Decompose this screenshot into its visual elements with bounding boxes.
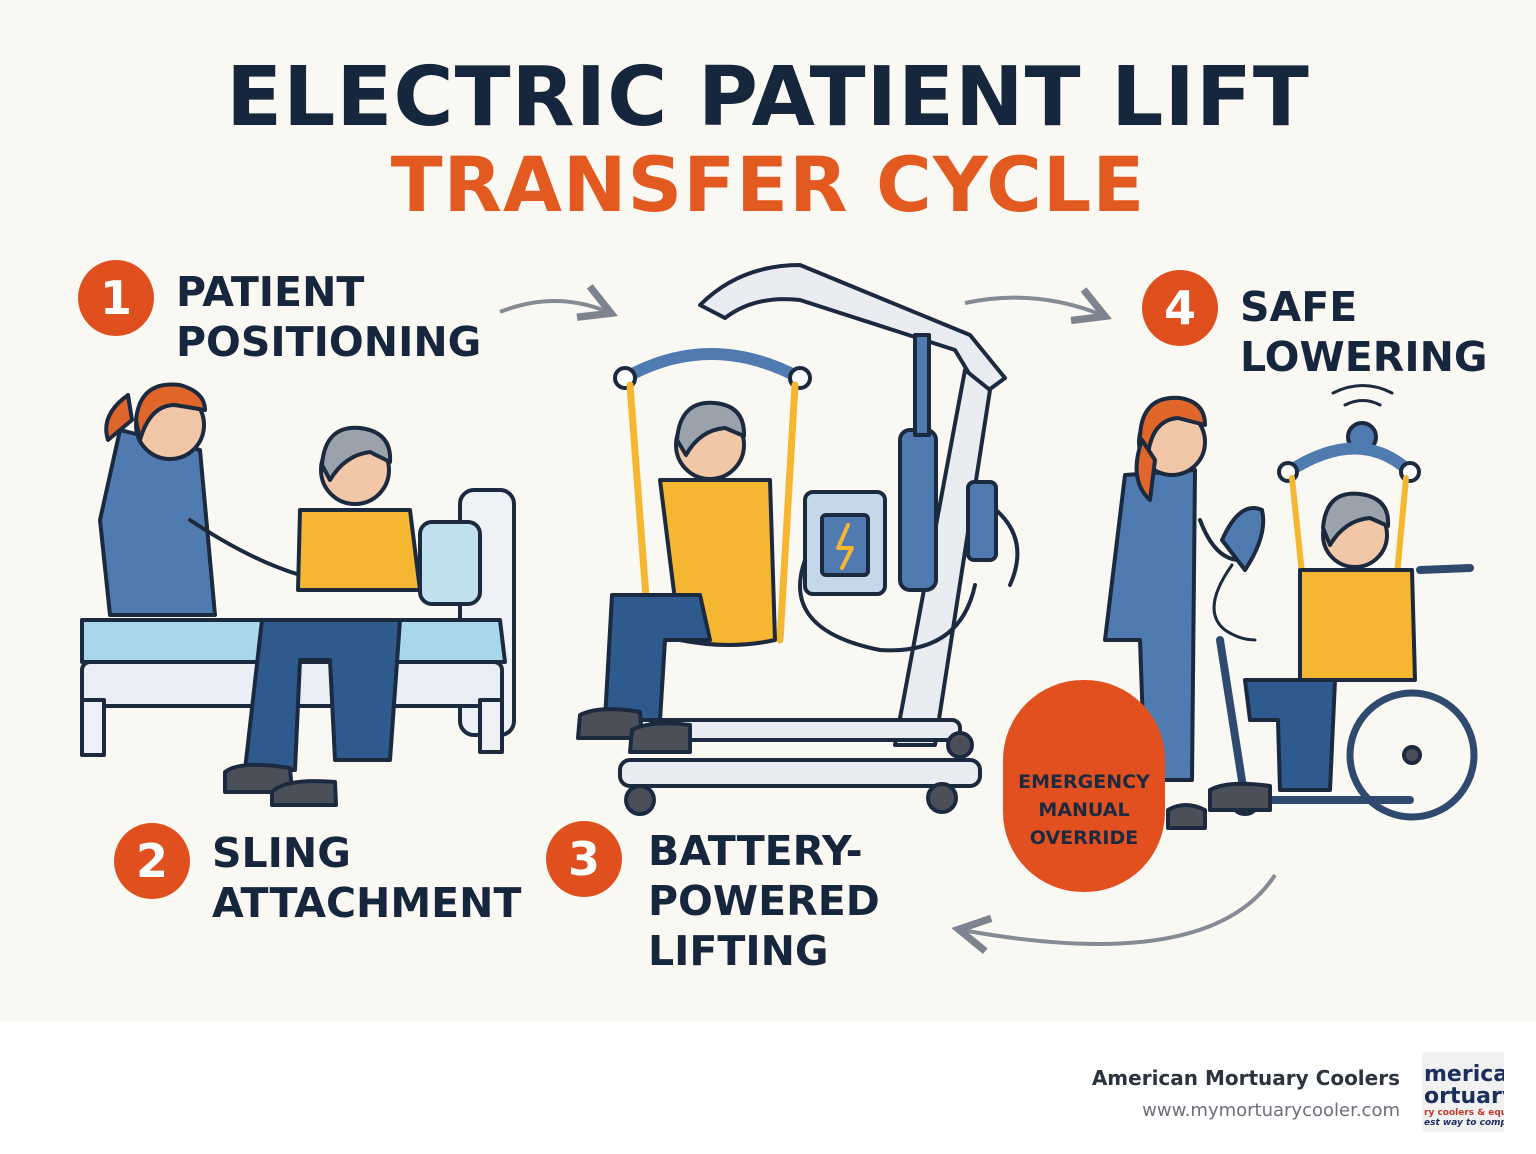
company-logo: merican ortuary ry coolers & equipment e…	[1422, 1052, 1504, 1132]
emergency-override-badge: EMERGENCY MANUAL OVERRIDE	[1003, 680, 1165, 892]
step-1-number: 1	[78, 260, 154, 336]
flow-arrow-3-to-4	[964, 298, 1102, 315]
step-4-number: 4	[1142, 270, 1218, 346]
step-1-label: PATIENT POSITIONING	[176, 268, 482, 366]
logo-text-line-2: ortuary	[1424, 1084, 1504, 1109]
logo-text-line-4: est way to comply	[1424, 1118, 1504, 1128]
title-line-1: ELECTRIC PATIENT LIFT	[226, 50, 1310, 145]
step-2-number: 2	[114, 823, 190, 899]
scene-patient-positioning	[80, 382, 516, 807]
logo-text-line-1: merican	[1424, 1062, 1504, 1087]
step-4-label: SAFE LOWERING	[1240, 283, 1488, 381]
flow-arrow-4-to-2	[962, 873, 1277, 944]
footer-company-name: American Mortuary Coolers	[1091, 1066, 1400, 1090]
flow-arrow-1-to-3	[499, 301, 608, 312]
title-line-2: TRANSFER CYCLE	[390, 140, 1146, 229]
illustrations	[80, 263, 1478, 1022]
step-3-number: 3	[546, 821, 622, 897]
footer-website-url[interactable]: www.mymortuarycooler.com	[1142, 1100, 1400, 1121]
scene-battery-lifting	[576, 263, 1020, 816]
step-2-label: SLING ATTACHMENT	[212, 829, 522, 927]
scene-safe-lowering	[1103, 384, 1478, 830]
emergency-override-label: EMERGENCY MANUAL OVERRIDE	[1018, 771, 1150, 849]
logo-text-line-3: ry coolers & equipment	[1424, 1108, 1504, 1118]
step-3-label: BATTERY- POWERED LIFTING	[648, 827, 880, 975]
